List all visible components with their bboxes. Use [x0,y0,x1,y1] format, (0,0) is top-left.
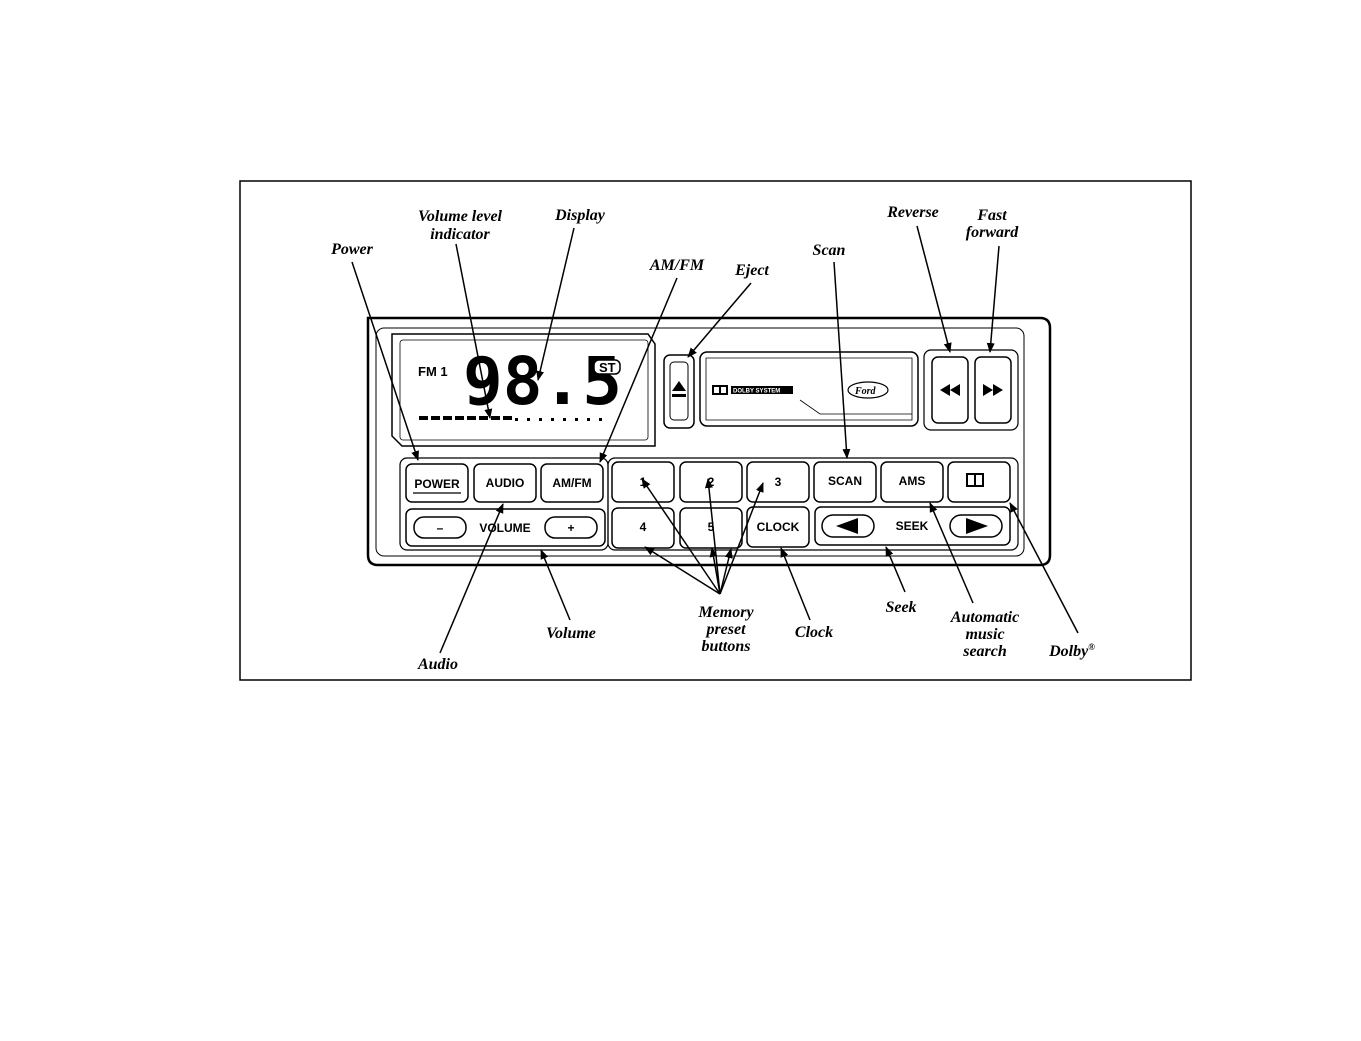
volume-level-segment [503,416,512,420]
volume-level-segment [539,418,542,421]
callout-power: Power [330,241,374,258]
ams-button[interactable]: AMS [881,462,943,502]
band-indicator: FM 1 [418,364,448,379]
volume-level-segment [515,418,518,421]
volume-level-segment [443,416,452,420]
callout-ams-line3: search [962,643,1007,660]
clock-button[interactable]: CLOCK [747,507,809,547]
svg-text:CLOCK: CLOCK [757,520,800,534]
svg-text:–: – [437,521,444,535]
callout-memory-line2: preset [704,621,746,638]
callout-fast-line2: forward [966,224,1019,241]
volume-level-segment [587,418,590,421]
callout-volume: Volume [546,625,596,642]
dolby-icon [966,473,984,487]
volume-down-button[interactable]: – [414,517,466,538]
volume-level-segment [419,416,428,420]
callout-volume-level-line1: Volume level [418,208,503,225]
callout-dolby: Dolby® [1048,642,1095,660]
volume-level-segment [479,416,488,420]
svg-text:AM/FM: AM/FM [552,476,591,490]
seek-control: SEEK [815,507,1010,545]
callout-ams-line2: music [965,626,1004,643]
svg-text:POWER: POWER [414,477,460,491]
svg-text:3: 3 [775,475,782,489]
volume-level-segment [491,416,500,420]
volume-level-segment [467,416,476,420]
scan-button[interactable]: SCAN [814,462,876,502]
volume-level-segment [599,418,602,421]
audio-button[interactable]: AUDIO [474,464,536,502]
callout-audio: Audio [417,656,458,673]
seek-label: SEEK [896,519,929,533]
brand-logo: Ford [848,382,888,398]
eject-button[interactable] [664,355,694,428]
callout-eject: Eject [734,262,769,279]
callout-fast-line1: Fast [976,207,1007,224]
fast-forward-button[interactable] [975,357,1011,423]
callout-memory-line1: Memory [697,604,754,621]
svg-text:DOLBY SYSTEM: DOLBY SYSTEM [733,389,780,395]
svg-text:+: + [567,521,574,535]
volume-up-button[interactable]: + [545,517,597,538]
preset-3-button[interactable]: 3 [747,462,809,502]
svg-text:4: 4 [640,520,647,534]
svg-text:AUDIO: AUDIO [486,476,525,490]
callout-seek: Seek [885,599,916,616]
dolby-button[interactable] [948,462,1010,502]
svg-text:SCAN: SCAN [828,474,862,488]
lcd-display: FM 1 98.5 ST [392,334,655,446]
am-fm-button[interactable]: AM/FM [541,464,603,502]
svg-text:Ford: Ford [854,386,877,397]
radio-unit: FM 1 98.5 ST DOLBY SYSTE [368,318,1050,565]
power-button[interactable]: POWER [406,464,468,502]
preset-4-button[interactable]: 4 [612,508,674,548]
preset-1-button[interactable]: 1 [612,462,674,502]
frequency-readout: 98.5 [463,343,622,420]
svg-text:AMS: AMS [899,474,926,488]
seek-down-button[interactable] [822,515,874,537]
volume-level-segment [575,418,578,421]
stereo-indicator: ST [599,360,616,375]
callout-display: Display [554,207,606,224]
volume-level-segment [455,416,464,420]
callout-ams-line1: Automatic [950,609,1019,626]
volume-level-segment [527,418,530,421]
callout-memory-line3: buttons [702,638,751,655]
volume-level-segment [563,418,566,421]
callout-clock: Clock [795,624,833,641]
volume-label: VOLUME [479,521,530,535]
callout-scan: Scan [813,242,846,259]
callout-amfm: AM/FM [649,257,705,274]
callout-reverse: Reverse [886,204,939,221]
volume-level-segment [551,418,554,421]
cassette-door: DOLBY SYSTEM Ford [700,352,918,426]
reverse-button[interactable] [932,357,968,423]
callout-volume-level-line2: indicator [430,226,490,243]
volume-control: – VOLUME + [406,509,605,546]
seek-up-button[interactable] [950,515,1002,537]
dolby-system-logo: DOLBY SYSTEM [712,385,793,395]
preset-2-button[interactable]: 2 [680,462,742,502]
volume-level-segment [431,416,440,420]
